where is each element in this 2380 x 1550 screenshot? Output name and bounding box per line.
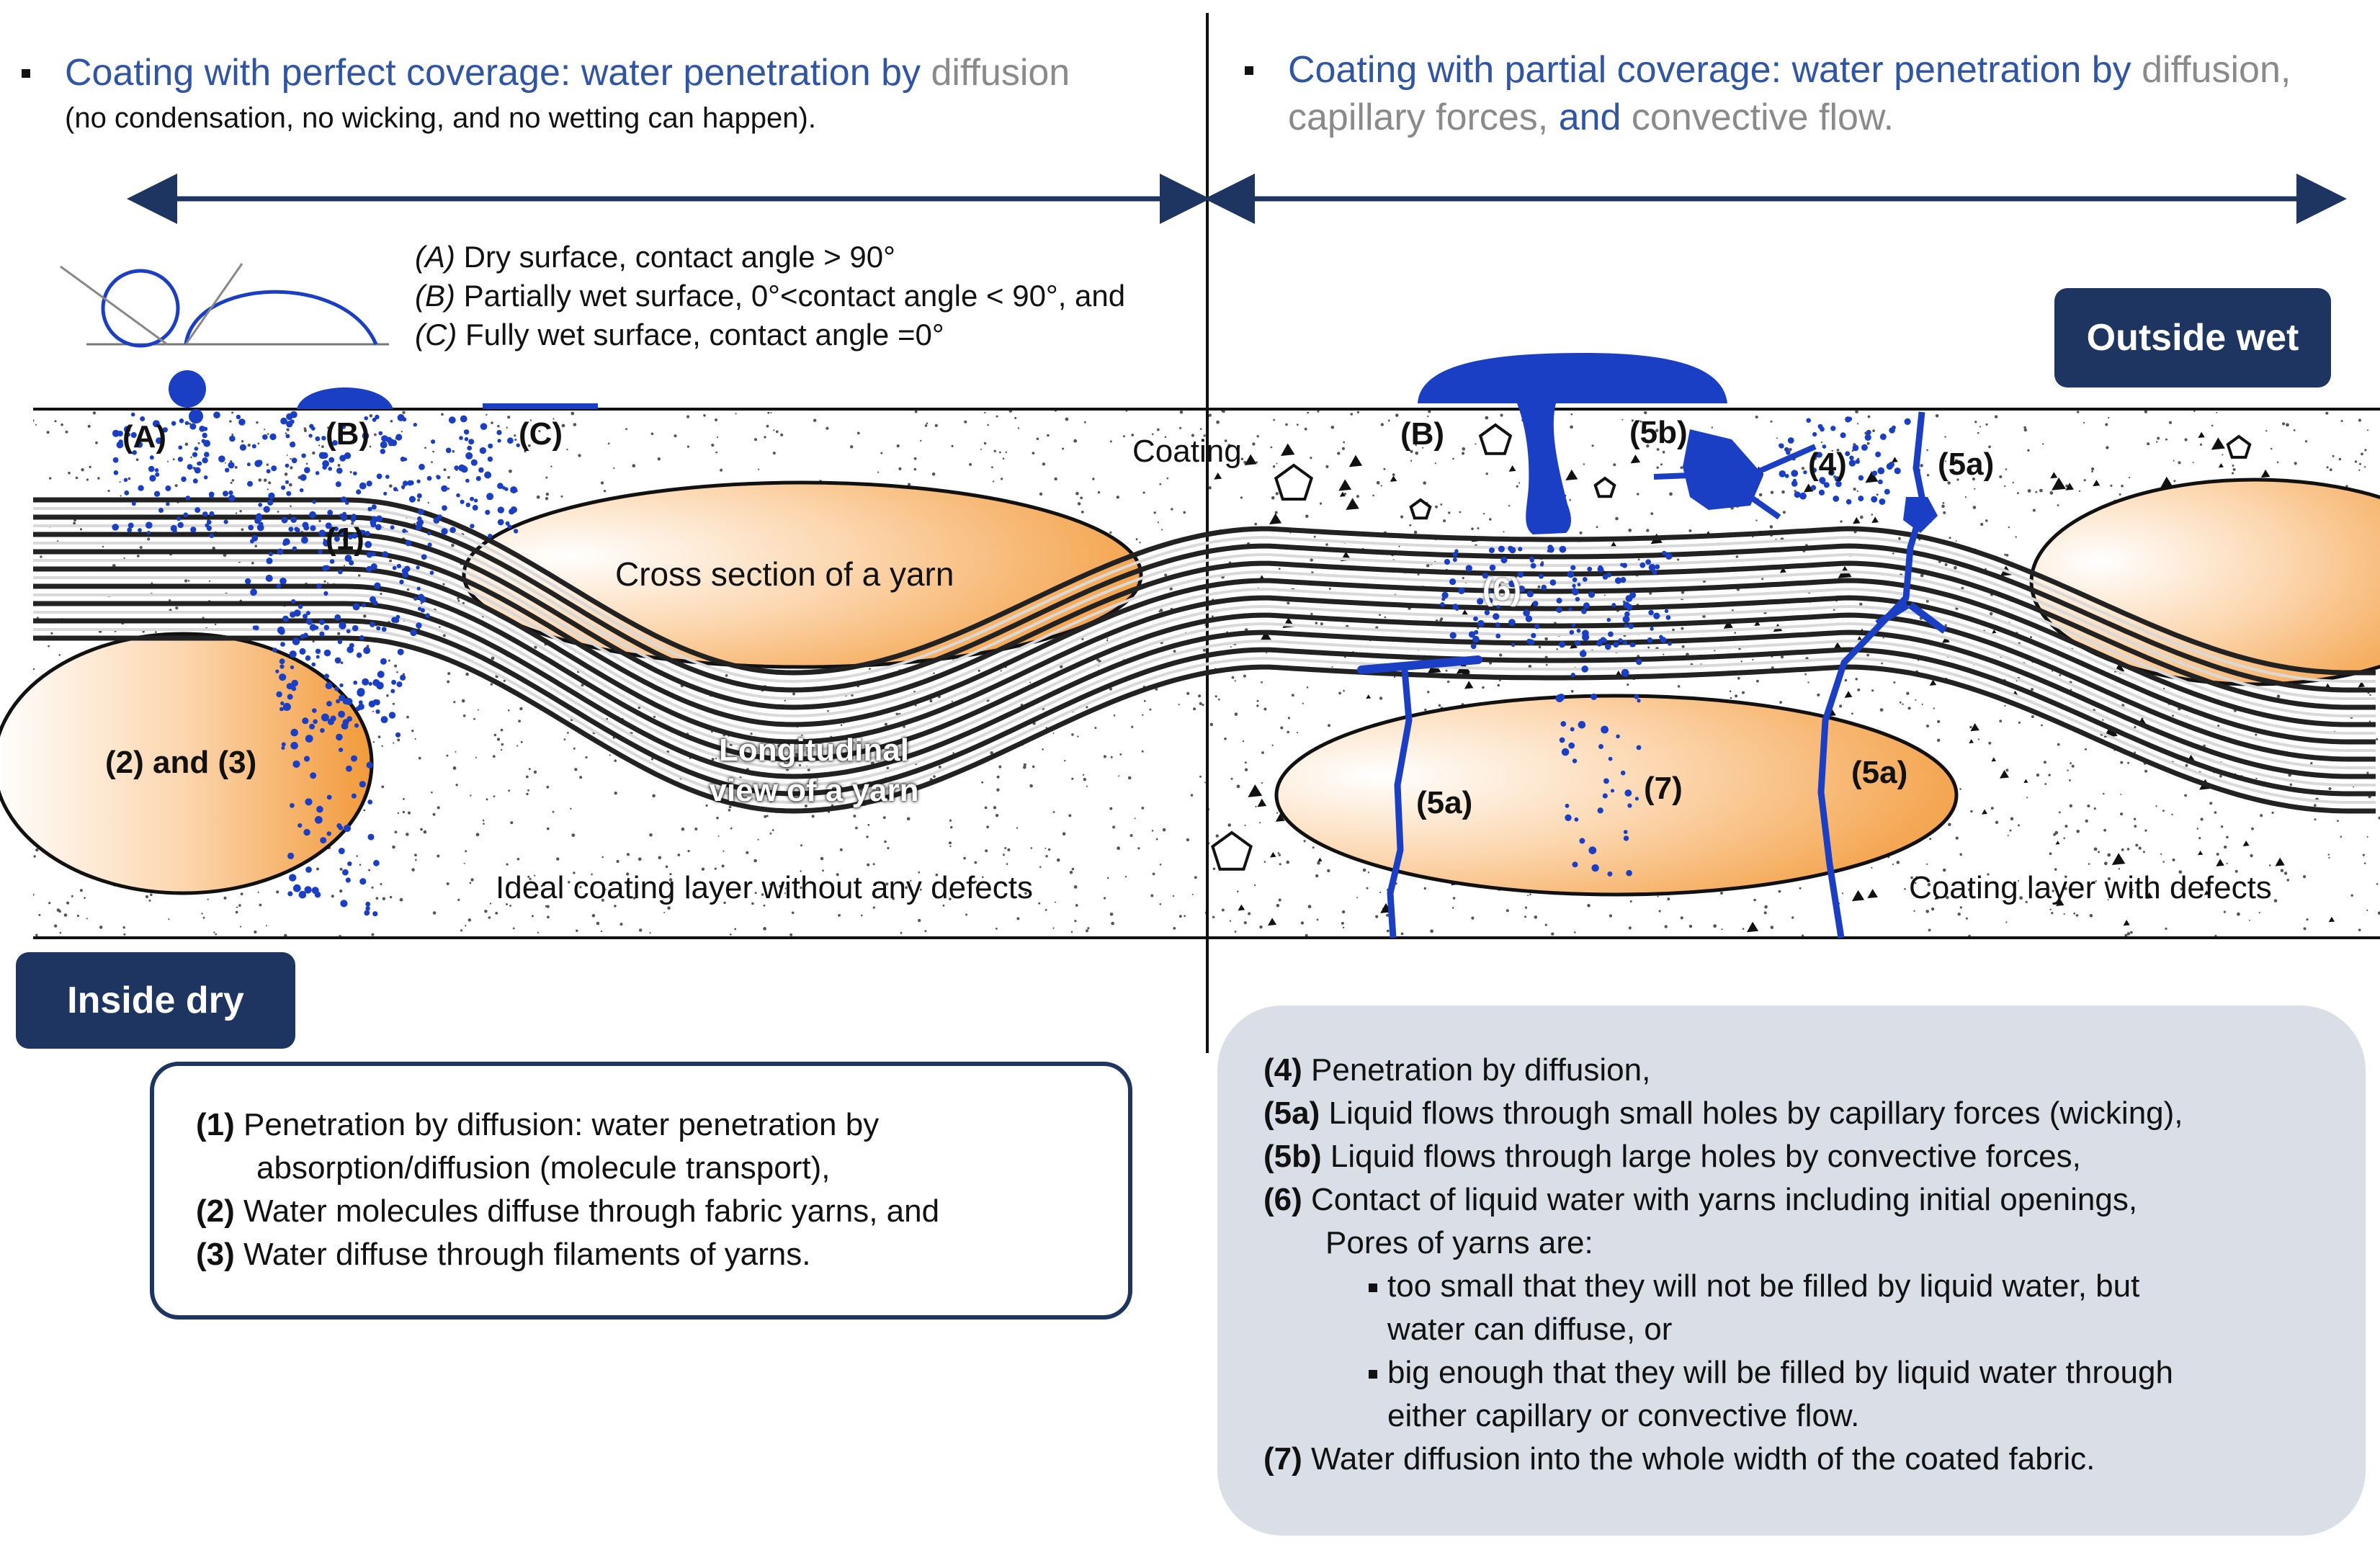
label-longitudinal-line-2: view of a yarn [709, 773, 919, 808]
left-header-title-gray: diffusion [931, 52, 1070, 94]
label-longitudinal: Longitudinal view of a yarn [670, 730, 958, 811]
capillary-channel-left [1387, 669, 1413, 938]
right-box-pores-bullet-1-cont: water can diffuse, or [1387, 1312, 1673, 1347]
yarn-cross-section-top-left [462, 480, 1143, 669]
label-4: (4) [1808, 447, 1847, 482]
outside-wet-badge: Outside wet [2054, 288, 2331, 388]
right-box-item-6: (6) Contact of liquid water with yarns i… [1263, 1182, 2138, 1217]
capillary-channel-left-top [1357, 655, 1482, 674]
label-5b: (5b) [1629, 415, 1688, 450]
label-5a-right: (5a) [1851, 755, 1908, 790]
water-diffusion-dots [112, 411, 1911, 917]
legend-line-b: (B) Partially wet surface, 0°<contact an… [415, 279, 1126, 313]
right-box-item-7: (7) Water diffusion into the whole width… [1263, 1441, 2095, 1477]
right-box-pores-bullet-2: big enough that they will be filled by l… [1369, 1351, 2173, 1394]
yarn-cross-section-bottom [1274, 694, 1959, 897]
right-box-pores-bullet-1: too small that they will not be filled b… [1369, 1265, 2139, 1308]
droplet-partial-outline [184, 290, 378, 345]
droplet-dry-outline [101, 269, 180, 348]
inside-dry-badge: Inside dry [16, 952, 295, 1049]
label-longitudinal-line-1: Longitudinal [719, 733, 909, 768]
label-coating: Coating [1132, 434, 1242, 469]
left-header-bullet [22, 69, 30, 78]
right-box-pores-heading: Pores of yarns are: [1325, 1225, 1593, 1260]
droplet-a [169, 370, 206, 408]
droplet-b [297, 387, 393, 409]
label-a: (A) [122, 419, 167, 454]
right-header-bullet [1245, 66, 1253, 75]
droplet-c-film [483, 403, 598, 409]
right-header-title-gray-1: diffusion, [2142, 49, 2291, 91]
label-cross-section: Cross section of a yarn [615, 555, 954, 593]
right-box-item-5b: (5b) Liquid flows through large holes by… [1263, 1139, 2081, 1174]
label-b-right: (B) [1400, 416, 1445, 452]
right-header-title-blue: Coating with partial coverage: water pen… [1288, 49, 2131, 91]
label-2-and-3: (2) and (3) [105, 745, 257, 780]
right-header-title-gray-3: convective flow. [1631, 97, 1894, 138]
label-7: (7) [1644, 771, 1683, 806]
left-explanation-box: (1) Penetration by diffusion: water pene… [150, 1062, 1132, 1320]
left-box-item-1: (1) Penetration by diffusion: water pene… [196, 1107, 880, 1142]
right-box-pores-bullet-2-cont: either capillary or convective flow. [1387, 1398, 1860, 1433]
legend-line-c: (C) Fully wet surface, contact angle =0° [415, 318, 944, 351]
label-6: (6) [1482, 572, 1521, 607]
large-hole-5b [1683, 429, 1763, 510]
left-box-item-3: (3) Water diffuse through filaments of y… [196, 1237, 811, 1272]
longitudinal-yarn [33, 497, 2376, 814]
left-header-title-blue: Coating with perfect coverage: water pen… [65, 52, 921, 94]
right-header-title-blue-2: and [1558, 97, 1621, 138]
legend-line-a: (A) Dry surface, contact angle > 90° [415, 240, 895, 274]
left-box-item-2: (2) Water molecules diffuse through fabr… [196, 1193, 940, 1229]
contact-angle-legend: (A) Dry surface, contact angle > 90° (B)… [415, 238, 1125, 354]
label-1: (1) [326, 521, 364, 557]
left-header-subtitle: (no condensation, no wicking, and no wet… [65, 102, 816, 134]
large-water-droplet-b [1418, 353, 1727, 534]
right-box-item-5a: (5a) Liquid flows through small holes by… [1263, 1096, 2183, 1131]
label-c: (C) [519, 416, 563, 452]
right-box-item-4: (4) Penetration by diffusion, [1263, 1052, 1651, 1088]
label-5a-top: (5a) [1938, 447, 1995, 482]
label-ideal-layer: Ideal coating layer without any defects [496, 870, 1034, 905]
right-header-title-gray-2: capillary forces, [1288, 97, 1549, 138]
label-5a-left: (5a) [1416, 785, 1473, 820]
left-box-item-1-cont: absorption/diffusion (molecule transport… [256, 1150, 831, 1186]
contact-angle-illustration [60, 263, 389, 348]
capillary-channel-right [1817, 411, 1927, 938]
right-explanation-box: (4) Penetration by diffusion, (5a) Liqui… [1217, 1005, 2366, 1536]
label-b-left: (B) [326, 416, 370, 452]
right-header-title: Coating with partial coverage: water pen… [1288, 46, 2368, 141]
left-header-title: Coating with perfect coverage: water pen… [65, 49, 1070, 97]
label-defect-layer: Coating layer with defects [1909, 870, 2272, 905]
